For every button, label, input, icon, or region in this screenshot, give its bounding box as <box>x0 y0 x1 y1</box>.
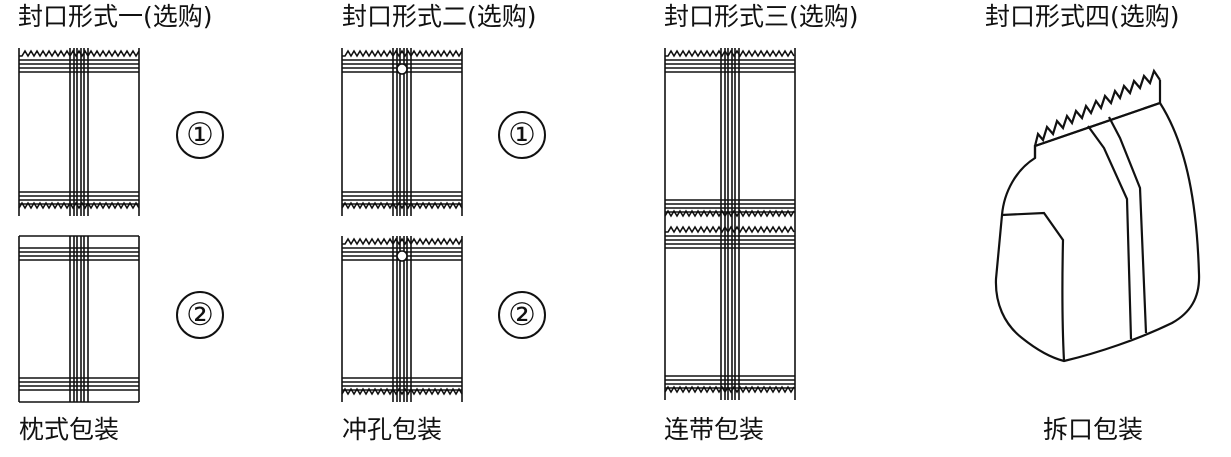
pillow-pack-1 <box>18 48 140 216</box>
style-2-caption: 冲孔包装 <box>342 415 443 444</box>
style-3-caption: 连带包装 <box>664 415 765 444</box>
punch-pack-1 <box>341 48 463 216</box>
pillow-pack-2 <box>18 235 140 403</box>
variant-1-marker: ① <box>176 111 224 159</box>
style-4-title: 封口形式四(选购) <box>985 2 1180 31</box>
variant-2-marker: ② <box>176 291 224 339</box>
punch-pack-2 <box>341 236 463 402</box>
linked-pack-1 <box>664 48 796 224</box>
gusset-bag-illustration <box>994 68 1201 363</box>
variant-1-marker: ① <box>498 111 546 159</box>
style-1-caption: 枕式包装 <box>19 415 120 444</box>
style-4-caption: 拆口包装 <box>1043 415 1144 444</box>
style-1-title: 封口形式一(选购) <box>18 2 213 31</box>
linked-pack-2 <box>664 224 796 400</box>
style-3-title: 封口形式三(选购) <box>664 2 859 31</box>
style-2-title: 封口形式二(选购) <box>342 2 537 31</box>
variant-2-marker: ② <box>498 291 546 339</box>
